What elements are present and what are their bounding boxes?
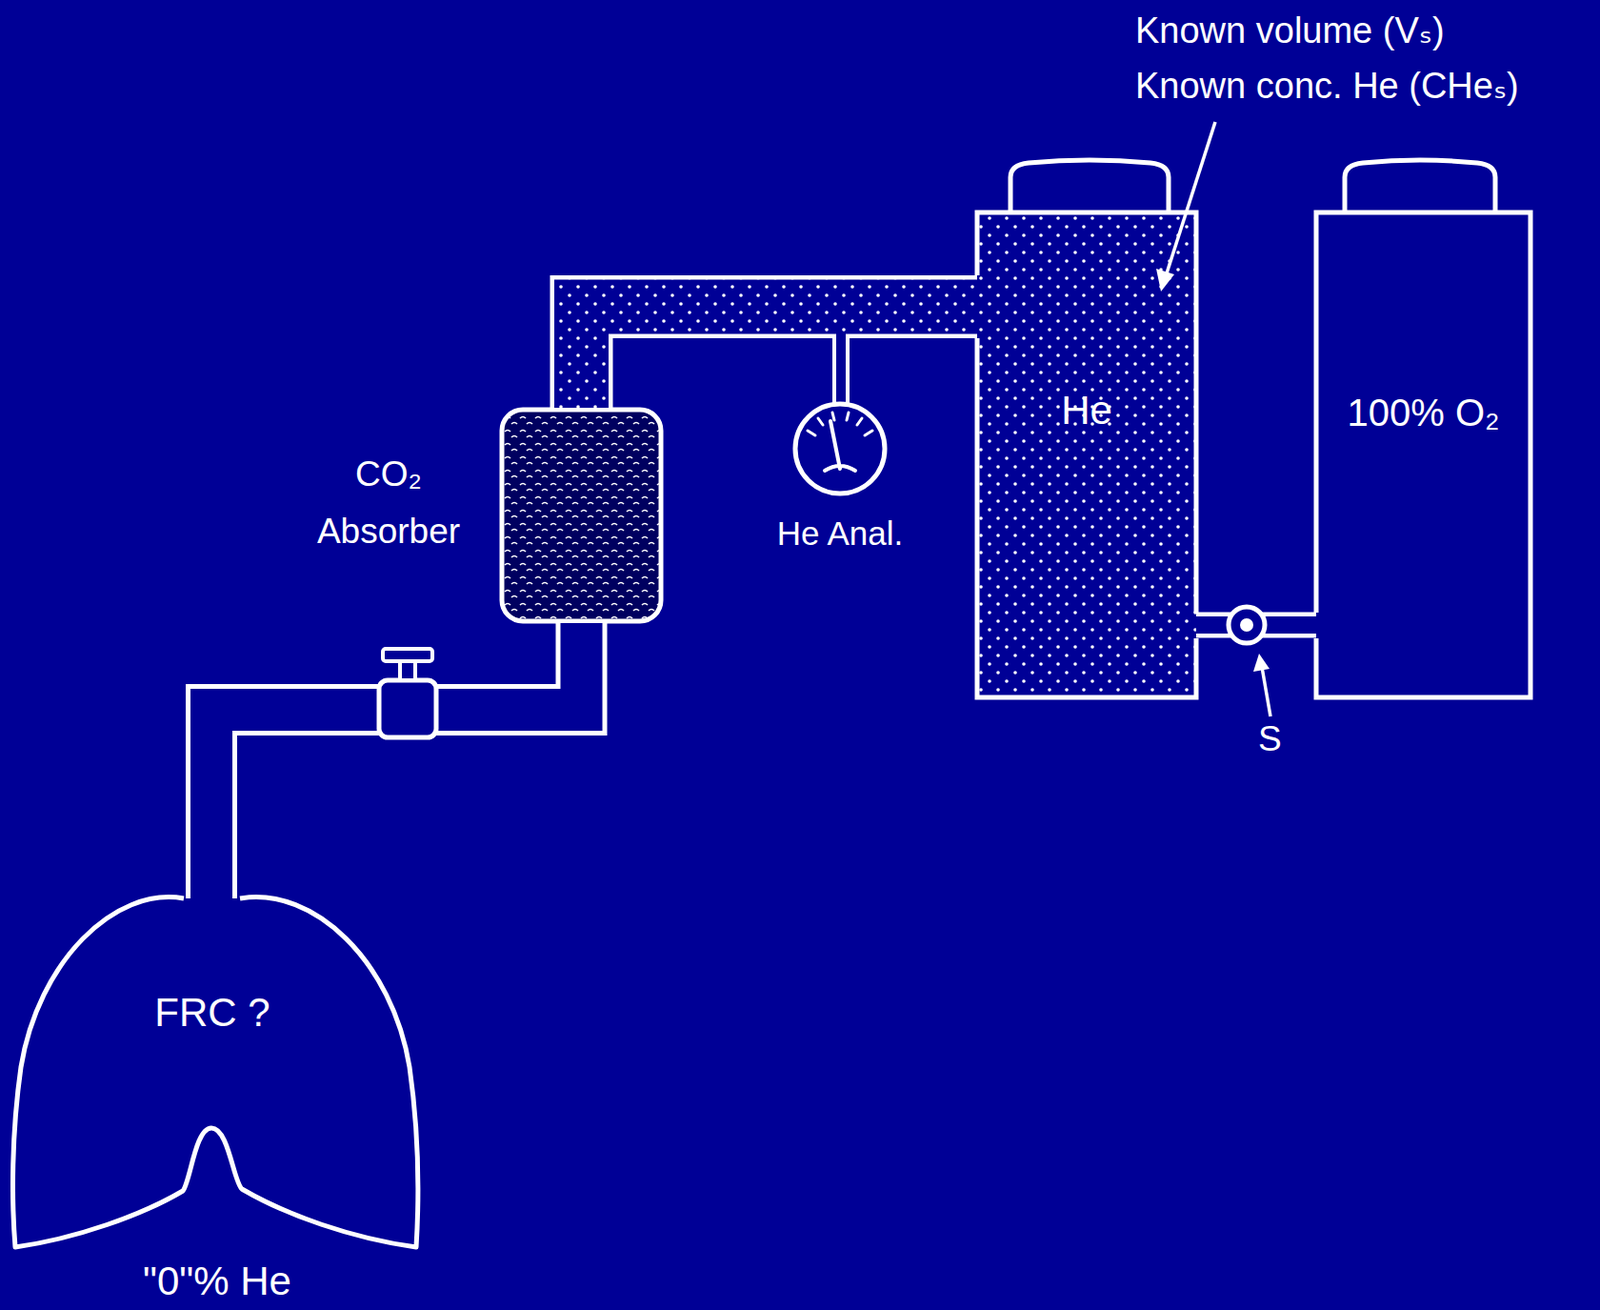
absorber-box: CO₂ Absorber <box>500 407 663 623</box>
valve-handle <box>382 648 433 661</box>
analyzer-gauge: He Anal. <box>794 402 886 495</box>
gas-tube <box>211 622 582 899</box>
oxygen-bell-cap <box>1344 160 1496 213</box>
helium-fill <box>977 212 1197 698</box>
switch-valve <box>1228 606 1265 643</box>
gas-tube <box>581 306 979 408</box>
analyzer-port <box>836 332 846 340</box>
dial-ticks <box>807 412 873 436</box>
node-text: CO₂ Absorber <box>288 445 489 560</box>
valve-label: S <box>1258 719 1282 760</box>
valve-pointer-head <box>1253 653 1270 672</box>
node-text: 100% O₂ <box>1337 381 1510 443</box>
helium-spirometer <box>977 212 1197 698</box>
node-text: He Anal. <box>735 512 945 555</box>
node-text: FRC ? <box>152 981 273 1043</box>
callout-label: Known volume (Vₛ) <box>1135 9 1445 52</box>
tube-wall <box>581 306 979 408</box>
lung-region: FRC ? "0"% He <box>0 898 420 1310</box>
analyzer-stem <box>832 336 837 406</box>
absorber-canister <box>501 409 661 621</box>
tube-wall <box>581 306 979 408</box>
lung-outline <box>13 897 419 1247</box>
tube-wall <box>211 622 582 899</box>
dial-needle <box>824 420 856 471</box>
callout-leader <box>1165 121 1216 277</box>
analyzer-dial <box>795 403 885 494</box>
callout-arrowhead <box>1156 268 1175 292</box>
valve-body <box>379 680 437 738</box>
valve-stem <box>400 660 416 680</box>
tube-wall <box>211 622 582 899</box>
node-text: He <box>977 385 1197 436</box>
helium-spirometer: He <box>977 212 1197 698</box>
absorber-granules <box>501 409 661 621</box>
tube-wall <box>581 306 979 408</box>
callout-label: Known conc. He (CHeₛ) <box>1135 64 1520 107</box>
oxygen-spirometer <box>1316 212 1531 698</box>
helium-bell-cap <box>1010 160 1169 213</box>
valve-pointer <box>1261 666 1271 717</box>
oxygen-spirometer: 100% O₂ <box>1316 212 1531 698</box>
analyzer-stem <box>845 336 850 406</box>
node-text: "0"% He <box>66 1257 368 1305</box>
switch-valve-core <box>1240 618 1254 632</box>
